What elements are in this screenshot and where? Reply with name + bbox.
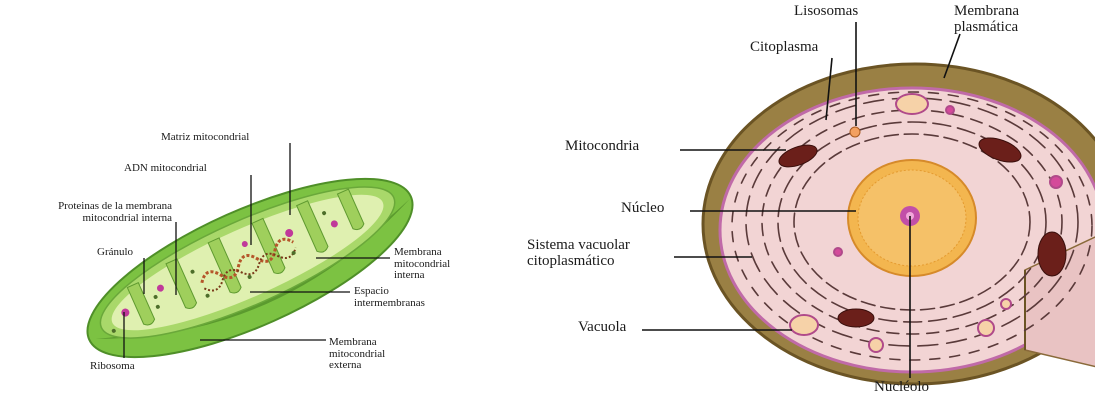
label-inner-membrane-line3: interna [394, 270, 450, 282]
label-nucleus: Núcleo [621, 201, 664, 217]
label-vacuolar-system-line2: citoplasmático [527, 254, 630, 270]
cell-figure: Lisosomas Membrana plasmática Citoplasma… [520, 0, 1095, 398]
label-inner-membrane: Membrana mitocondrial interna [394, 247, 450, 282]
label-intermembrane: Espacio intermembranas [354, 286, 425, 309]
cell-mitochondrion [838, 309, 874, 327]
label-inner-proteins: Proteinas de la membrana mitocondrial in… [10, 201, 172, 224]
label-matrix: Matriz mitocondrial [161, 132, 249, 144]
label-outer-membrane-line3: externa [329, 360, 385, 372]
vesicle-shape [978, 320, 994, 336]
label-inner-proteins-line1: Proteinas de la membrana [10, 201, 172, 213]
label-vacuolar-system-line1: Sistema vacuolar [527, 238, 630, 254]
label-ribosome: Ribosoma [90, 361, 135, 373]
label-vacuolar-system: Sistema vacuolar citoplasmático [527, 238, 630, 270]
vesicle-shape [869, 338, 883, 352]
vesicle-shape [1001, 299, 1011, 309]
label-outer-membrane: Membrana mitocondrial externa [329, 337, 385, 372]
cell-illustration [520, 0, 1095, 398]
cell-mitochondrion [1038, 232, 1066, 276]
lysosome-shape [850, 127, 860, 137]
vesicle-shape [834, 248, 842, 256]
label-nucleolus: Nucléolo [874, 380, 929, 396]
label-granule: Gránulo [97, 247, 133, 259]
vesicle-shape [1050, 176, 1062, 188]
label-cytoplasm: Citoplasma [750, 40, 818, 56]
label-inner-proteins-line2: mitocondrial interna [10, 213, 172, 225]
label-plasma-membrane: Membrana plasmática [954, 4, 1019, 36]
label-vacuole: Vacuola [578, 320, 626, 336]
label-dna: ADN mitocondrial [124, 163, 207, 175]
mitochondrion-illustration [0, 0, 520, 398]
label-intermembrane-line2: intermembranas [354, 298, 425, 310]
vesicle-shape [896, 94, 928, 114]
mitochondrion-figure: Matriz mitocondrial ADN mitocondrial Pro… [0, 0, 520, 398]
label-outer-membrane-line1: Membrana [329, 337, 385, 349]
vacuole-shape [790, 315, 818, 335]
label-mitochondria: Mitocondria [565, 139, 639, 155]
label-plasma-membrane-line2: plasmática [954, 20, 1019, 36]
label-inner-membrane-line1: Membrana [394, 247, 450, 259]
label-plasma-membrane-line1: Membrana [954, 4, 1019, 20]
label-intermembrane-line1: Espacio [354, 286, 425, 298]
vesicle-shape [946, 106, 954, 114]
label-lysosomes: Lisosomas [794, 4, 858, 20]
